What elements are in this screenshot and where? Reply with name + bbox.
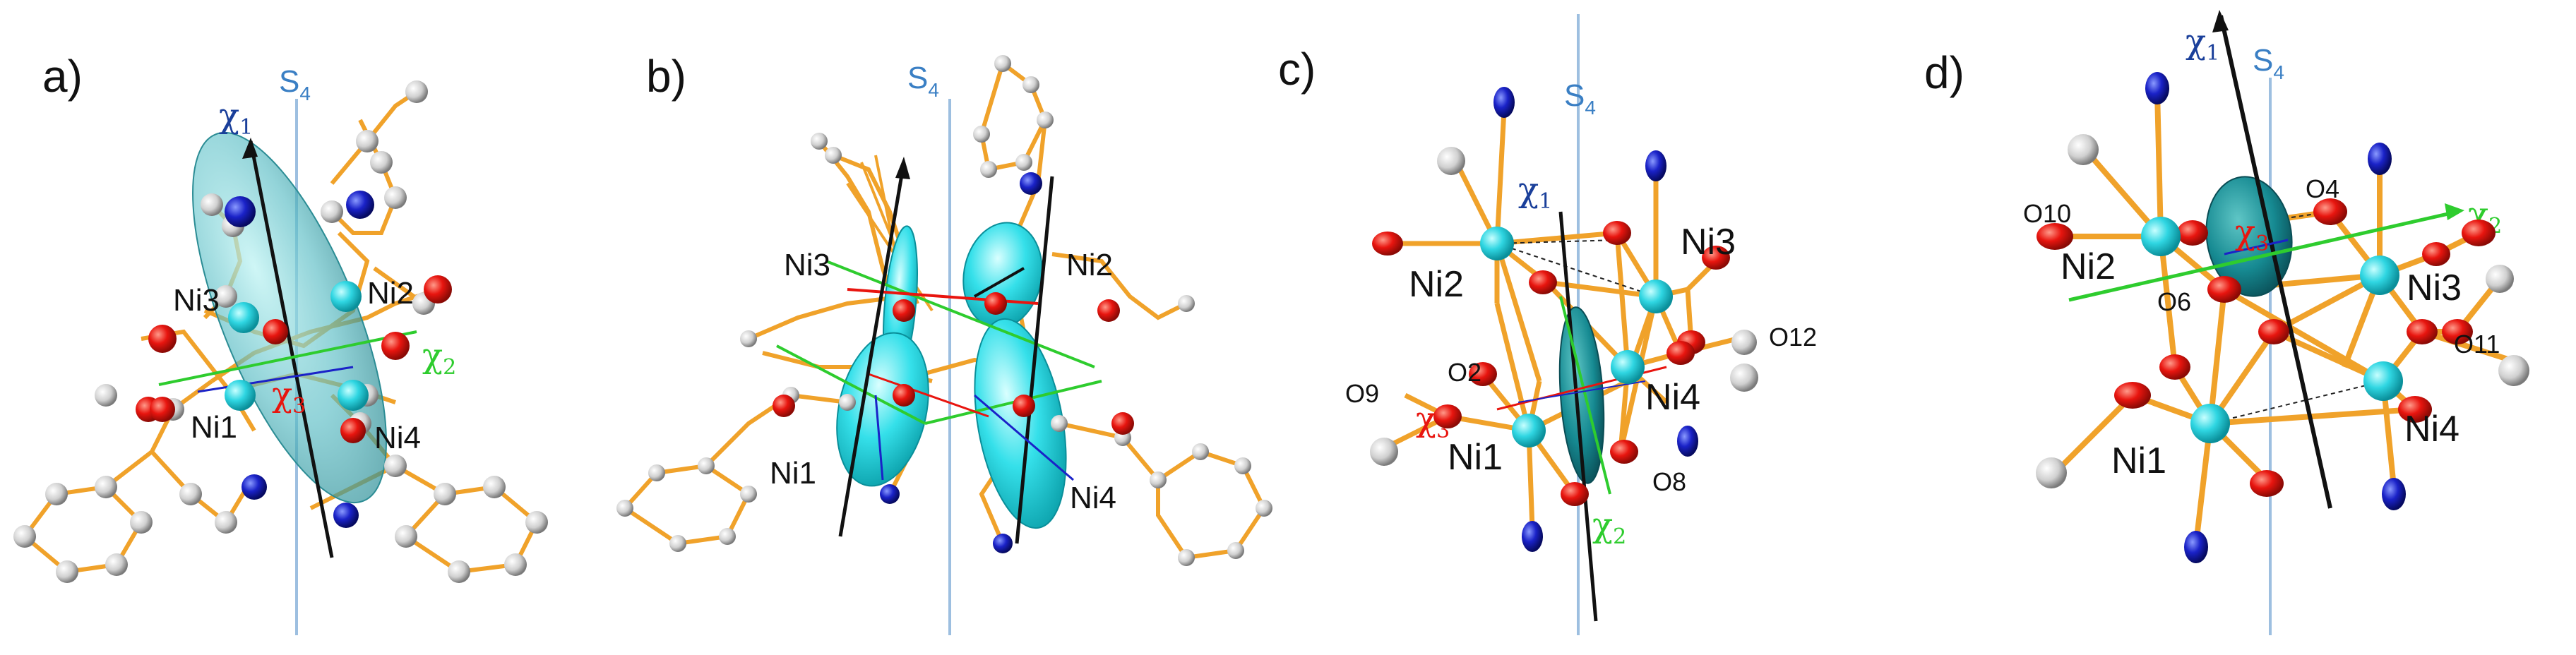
chi3-axis (197, 366, 354, 393)
chi3-label: χ3 (1416, 399, 1450, 443)
anisotropy-ellipsoid (1558, 306, 1605, 484)
chi3-label: χ3 (2235, 212, 2269, 256)
ni2-label: Ni2 (367, 276, 414, 311)
ni1-label: Ni1 (770, 456, 816, 491)
s4-axis-label: S4 (1564, 78, 1596, 119)
atoms (2036, 72, 2529, 563)
chi2-label: χ2 (1592, 505, 1626, 549)
ni2-label: Ni2 (1066, 248, 1113, 282)
s4-axis-label: S4 (2253, 43, 2284, 83)
panel-d-label: d) (1924, 47, 1964, 98)
chi2-axis (2068, 210, 2458, 302)
o12-label: O12 (1769, 323, 1817, 351)
atoms (1370, 87, 1758, 552)
chi3-axis (2224, 239, 2289, 256)
chi1-axis (249, 140, 334, 558)
ni4-label: Ni4 (1070, 481, 1116, 515)
panel-a-label: a) (42, 51, 83, 102)
o11-label: O11 (2454, 330, 2500, 359)
chi1-axis (2219, 15, 2332, 509)
chi2-axis (158, 330, 417, 386)
ni4-label: Ni4 (1645, 377, 1700, 418)
chi1-label: χ1 (2186, 22, 2219, 66)
ni1-label: Ni1 (191, 410, 237, 445)
chi3-label: χ3 (272, 375, 306, 419)
ni3-label: Ni3 (1681, 222, 1736, 263)
bond-network (623, 61, 1267, 560)
o9-label: O9 (1345, 379, 1379, 408)
ni4-label: Ni4 (2404, 409, 2459, 450)
chi2-axis (1559, 296, 1611, 495)
ni3-label: Ni3 (784, 248, 830, 282)
atoms (13, 80, 548, 583)
panel-b: b) S4 (616, 51, 1272, 635)
ni1-label: Ni1 (2111, 440, 2166, 481)
chi1-label: χ1 (1518, 170, 1552, 214)
ni3-label: Ni3 (2407, 268, 2462, 308)
atoms (616, 55, 1272, 566)
o4-label: O4 (2306, 174, 2339, 203)
ni3-label: Ni3 (173, 283, 220, 318)
s4-axis-label: S4 (907, 61, 939, 101)
panel-b-label: b) (646, 51, 686, 102)
o2-label: O2 (1448, 358, 1481, 387)
ni4-label: Ni4 (374, 421, 421, 455)
s4-axis-label: S4 (279, 64, 311, 104)
panel-c-label: c) (1278, 44, 1316, 95)
chi2-label: χ2 (422, 336, 456, 380)
ni1-label: Ni1 (1448, 437, 1503, 478)
chi1-label: χ1 (219, 96, 253, 140)
ni2-label: Ni2 (2061, 246, 2116, 287)
ni2-label: Ni2 (1409, 264, 1464, 305)
anisotropy-ellipsoid (2205, 176, 2293, 297)
o10-label: O10 (2023, 199, 2071, 228)
o8-label: O8 (1652, 467, 1686, 496)
chi1-axis (1558, 211, 1598, 622)
panel-d: d) S4 (1924, 10, 2529, 635)
panel-a: a) S4 χ1 χ2 χ3 (13, 51, 548, 635)
panel-c: c) S4 (1278, 14, 1817, 635)
o6-label: O6 (2157, 287, 2191, 316)
